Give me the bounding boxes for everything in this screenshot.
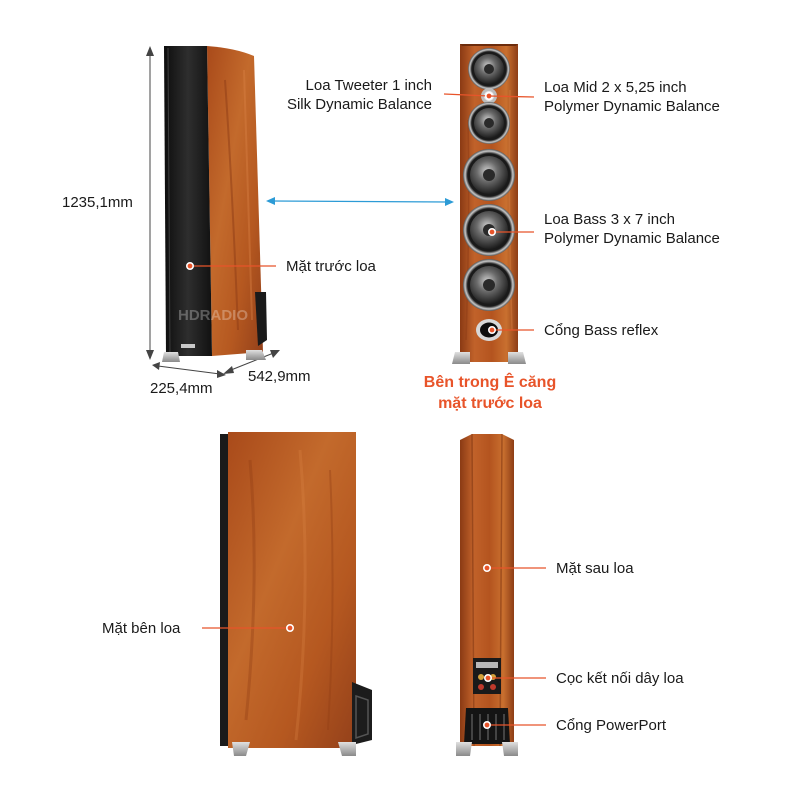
leader-side-face [202,623,294,632]
leader-tweeter [443,92,493,101]
leader-bass-reflex [487,325,534,334]
bass-label-line1: Loa Bass 3 x 7 inch [544,211,675,228]
back-face-label: Mặt sau loa [556,560,634,577]
speaker-side [220,432,372,756]
bass-driver-1 [463,149,515,201]
powerport-label: Cổng PowerPort [556,717,667,734]
mid-label-line2: Polymer Dynamic Balance [544,98,720,115]
width-dimension-label: 225,4mm [150,380,213,397]
bass-label-line2: Polymer Dynamic Balance [544,230,720,247]
tweeter-label-line1: Loa Tweeter 1 inch [305,77,432,94]
speaker-front-grille [162,46,267,362]
mid-label: Loa Mid 2 x 5,25 inch Polymer Dynamic Ba… [544,78,720,116]
width-dimension-line [152,362,226,378]
mid-driver-2 [468,102,510,144]
watermark: HDRADIO [178,307,248,324]
tweeter-label: Loa Tweeter 1 inch Silk Dynamic Balance [287,76,432,114]
height-dimension-label: 1235,1mm [62,194,133,211]
caption: Bên trong Ê căng mặt trước loa [400,372,580,414]
front-face-label: Mặt trước loa [286,258,376,275]
leader-back-face [482,563,546,572]
leader-powerport [482,720,546,729]
caption-line1: Bên trong Ê căng [423,374,557,391]
leader-bass [487,228,534,237]
leader-front-face [186,261,276,270]
side-face-label: Mặt bên loa [102,620,181,637]
tweeter-label-line2: Silk Dynamic Balance [286,96,432,113]
leader-mid [488,95,535,98]
height-dimension-line [146,46,154,360]
caption-line2: mặt trước loa [438,395,542,412]
bass-label: Loa Bass 3 x 7 inch Polymer Dynamic Bala… [544,210,720,248]
mid-label-line1: Loa Mid 2 x 5,25 inch [544,79,687,96]
connector-arrow [266,197,454,206]
bass-driver-3 [463,259,515,311]
bass-reflex-label: Cổng Bass reflex [544,322,659,339]
mid-driver-1 [468,48,510,90]
depth-dimension-line [223,350,280,374]
terminals-label: Cọc kết nối dây loa [556,670,684,687]
speaker-back [456,433,518,756]
leader-terminals [483,673,546,682]
depth-dimension-label: 542,9mm [248,368,311,385]
